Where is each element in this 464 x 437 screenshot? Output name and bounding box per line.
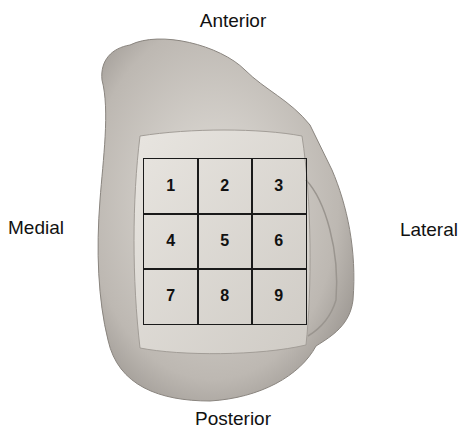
grid-cell: 1 — [143, 158, 199, 215]
direction-label: Medial — [8, 217, 64, 239]
grid-cell: 2 — [197, 158, 253, 215]
grid-cell: 4 — [143, 213, 199, 270]
region-number: 6 — [274, 232, 283, 250]
direction-label: Posterior — [195, 408, 271, 430]
region-number: 7 — [166, 287, 175, 305]
region-number: 4 — [166, 232, 175, 250]
region-number: 5 — [220, 232, 229, 250]
grid-cell: 6 — [251, 213, 307, 270]
direction-label: Lateral — [400, 219, 458, 241]
direction-label: Anterior — [200, 10, 267, 32]
region-number: 2 — [220, 177, 229, 195]
region-number: 3 — [274, 177, 283, 195]
grid-cell: 3 — [251, 158, 307, 215]
grid-cell: 7 — [143, 268, 199, 325]
grid-cell: 9 — [251, 268, 307, 325]
region-number: 8 — [220, 287, 229, 305]
grid-cell: 8 — [197, 268, 253, 325]
grid-cell: 5 — [197, 213, 253, 270]
region-number: 9 — [274, 287, 283, 305]
region-number: 1 — [166, 177, 175, 195]
